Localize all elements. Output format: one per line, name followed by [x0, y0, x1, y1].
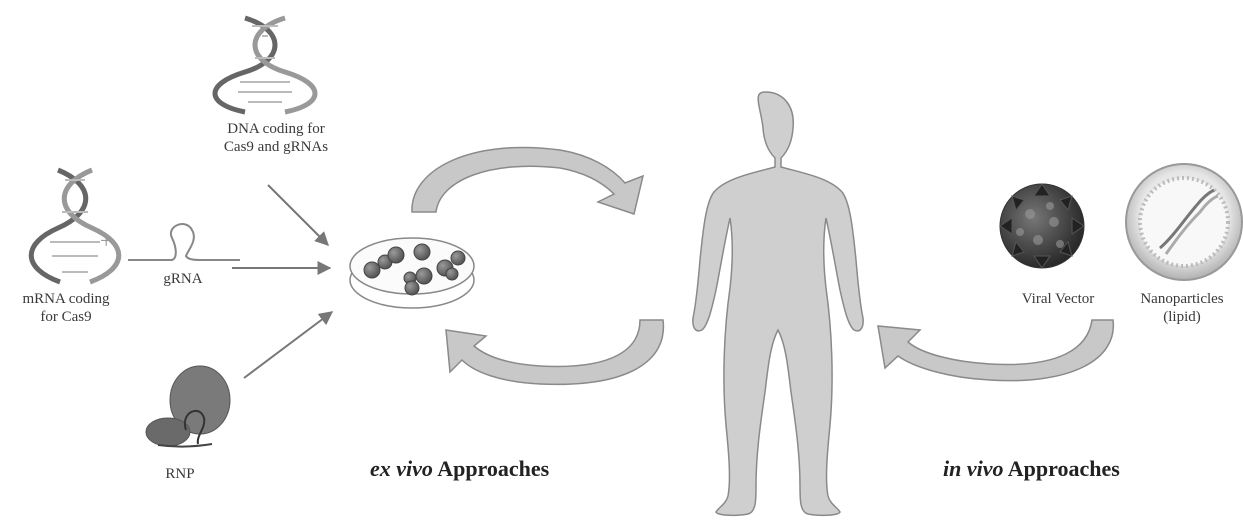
in-vivo-arrow [878, 320, 1113, 381]
rnp-icon [146, 366, 230, 447]
rnp-label: RNP [150, 465, 210, 483]
dna-label-line1: DNA coding for [196, 120, 356, 138]
dna-label-line2: Cas9 and gRNAs [196, 138, 356, 156]
nanoparticles-label-line2: (lipid) [1122, 308, 1242, 326]
in-vivo-heading-italic: in vivo [943, 456, 1004, 481]
in-vivo-heading: in vivo Approaches [943, 456, 1120, 482]
nanoparticles-label-line1: Nanoparticles [1122, 290, 1242, 308]
dna-label: DNA coding for Cas9 and gRNAs [196, 120, 356, 156]
mrna-label-line2: for Cas9 [6, 308, 126, 326]
ex-vivo-heading-rest: Approaches [433, 456, 549, 481]
grna-icon [128, 224, 240, 260]
petri-dish-icon [350, 238, 474, 308]
lipid-nanoparticle-icon [1126, 164, 1242, 280]
mrna-label-line1: mRNA coding [6, 290, 126, 308]
input-arrows [232, 185, 332, 378]
in-vivo-heading-rest: Approaches [1004, 456, 1120, 481]
grna-label: gRNA [158, 270, 208, 288]
nanoparticles-label: Nanoparticles (lipid) [1122, 290, 1242, 326]
plus-sign: + [100, 228, 112, 254]
viral-vector-label: Viral Vector [998, 290, 1118, 308]
ex-vivo-heading-italic: ex vivo [370, 456, 433, 481]
mrna-helix-icon [31, 170, 119, 282]
ex-vivo-heading: ex vivo Approaches [370, 456, 549, 482]
mrna-label: mRNA coding for Cas9 [6, 290, 126, 326]
viral-vector-icon [1000, 184, 1084, 268]
dna-helix-icon [215, 18, 315, 112]
human-body-icon [693, 92, 863, 515]
